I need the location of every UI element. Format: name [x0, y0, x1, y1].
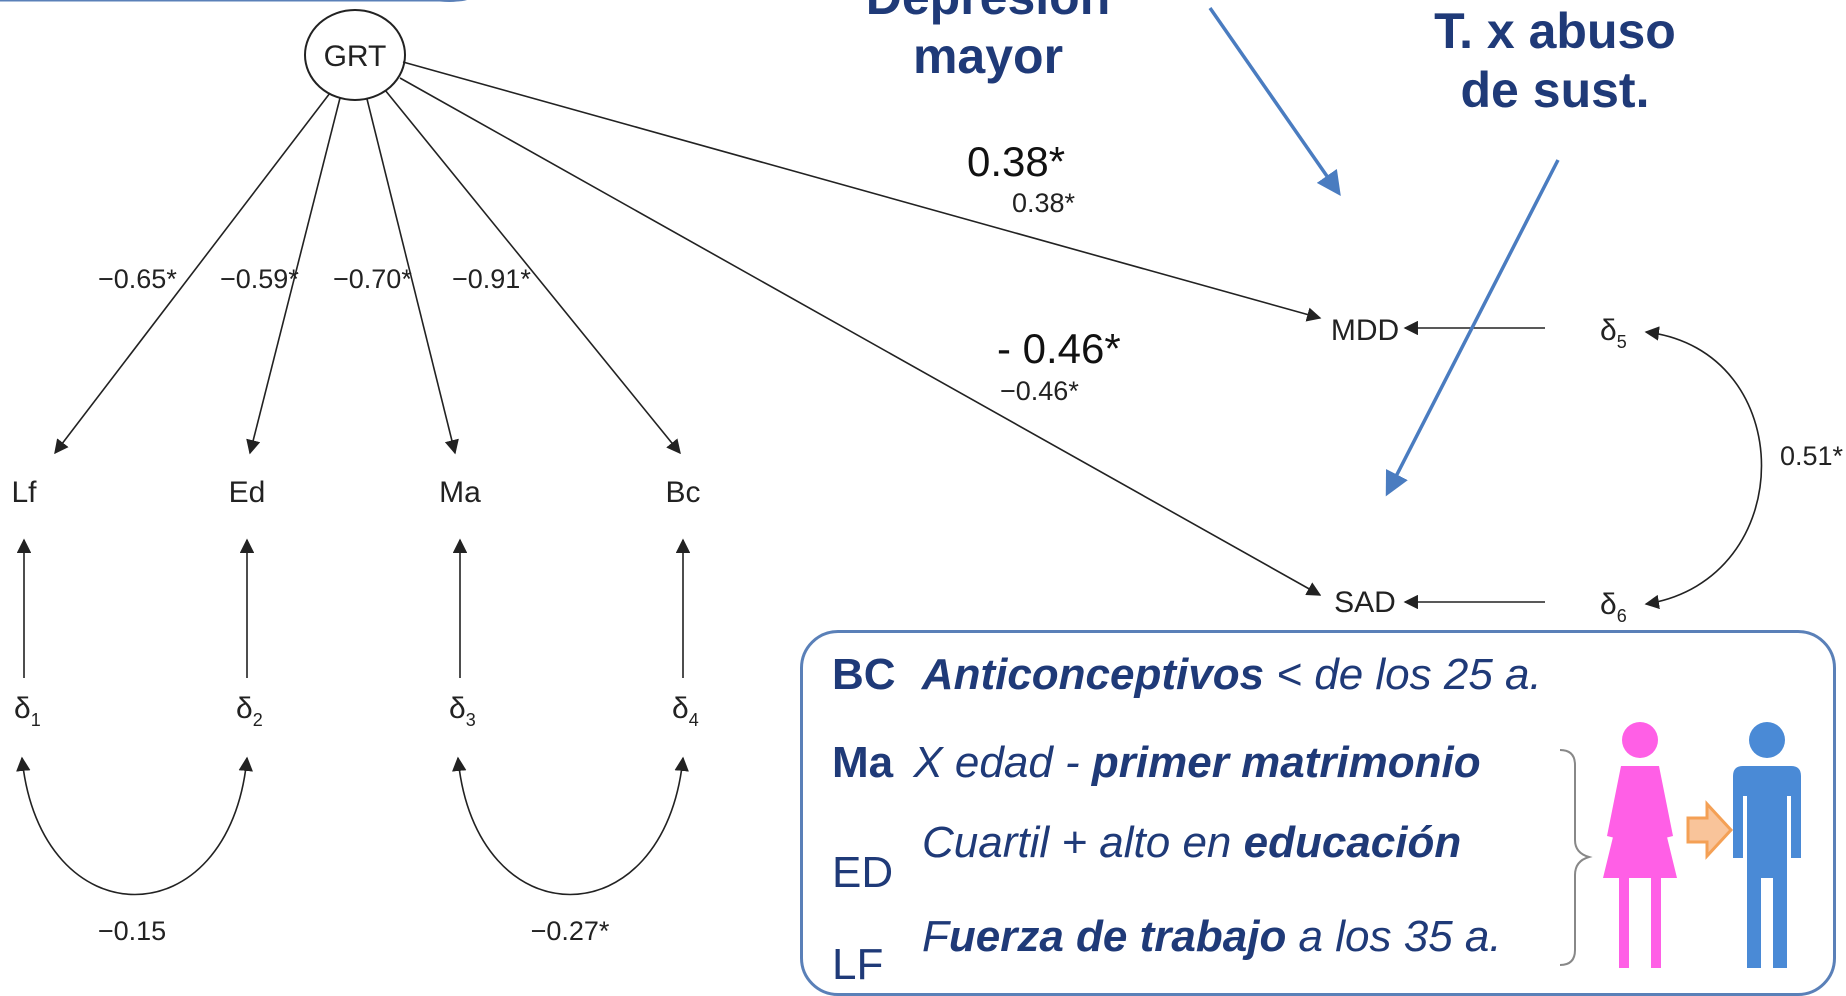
node-bc: Bc	[665, 476, 700, 509]
callout-sad-line1: T. x abuso	[1434, 3, 1676, 59]
legend-row-bc: BC Anticonceptivos < de los 25 a.	[832, 650, 1542, 699]
cov-d3-d4	[452, 756, 689, 896]
node-lf: Lf	[11, 476, 37, 509]
legend-bracket	[1559, 749, 1593, 966]
label-grt-mdd: 0.38*	[1012, 188, 1076, 218]
callout-sad-line2: de sust.	[1460, 62, 1650, 118]
path-grt-lf	[54, 92, 331, 455]
male-figure-icon	[1733, 722, 1801, 968]
callout-arrow-mdd	[1208, 7, 1341, 197]
label-cov-d3-d4: −0.27*	[531, 916, 610, 946]
node-ed: Ed	[229, 476, 266, 509]
legend-code-ed: ED	[832, 848, 894, 897]
sem-path-diagram: GRT −0.65* −0.59* −0.70* −0.91* 0.38* −0…	[0, 0, 1844, 946]
callout-mdd: Depresión mayor	[838, 0, 1138, 86]
node-d1: δ1	[14, 692, 41, 730]
path-grt-ed	[246, 97, 341, 455]
label-grt-sad: −0.46*	[1000, 376, 1079, 406]
node-d6: δ6	[1600, 588, 1627, 626]
callout-arrow-sad	[1385, 159, 1560, 497]
legend-code-lf: LF	[832, 940, 884, 989]
cov-d1-d2	[16, 756, 253, 896]
estimate-sad-large: - 0.46*	[997, 325, 1121, 372]
legend-code-ma: Ma	[832, 738, 894, 787]
callout-sad: T. x abuso de sust.	[1395, 2, 1715, 120]
node-d2: δ2	[236, 692, 263, 730]
error-terms: δ1 δ2 δ3 δ4	[14, 692, 699, 730]
path-grt-bc	[384, 89, 681, 455]
node-sad: SAD	[1334, 586, 1396, 619]
legend-row-ma: Ma X edad - primer matrimonio	[832, 738, 1481, 787]
legend-row-lf: Fuerza de trabajo a los 35 a.	[922, 912, 1502, 961]
legend-row-ed: Cuartil + alto en educación	[922, 818, 1462, 867]
label-grt-ma: −0.70*	[333, 264, 412, 294]
label-grt-bc: −0.91*	[452, 264, 531, 294]
right-arrow-icon	[1686, 800, 1734, 860]
node-d3: δ3	[449, 692, 476, 730]
node-ma: Ma	[439, 476, 481, 509]
label-grt-lf: −0.65*	[98, 264, 177, 294]
path-grt-mdd	[402, 61, 1322, 322]
cov-d5-d6	[1644, 326, 1763, 610]
node-d5: δ5	[1600, 314, 1627, 352]
label-cov-d5-d6: 0.51*	[1780, 441, 1844, 471]
gender-figures	[1603, 722, 1801, 968]
female-figure-icon	[1603, 722, 1677, 968]
path-grt-sad	[399, 77, 1322, 596]
node-mdd: MDD	[1331, 314, 1399, 347]
grt-node	[304, 9, 406, 101]
node-d4: δ4	[672, 692, 699, 730]
grt-label: GRT	[324, 40, 387, 73]
label-grt-ed: −0.59*	[220, 264, 299, 294]
label-cov-d1-d2: −0.15	[98, 916, 166, 946]
callout-mdd-line1: Depresión	[838, 0, 1138, 27]
callout-mdd-line2: mayor	[912, 28, 1064, 84]
path-grt-ma	[366, 98, 459, 455]
legend-code-bc: BC	[832, 650, 896, 699]
estimate-mdd-large: 0.38*	[967, 138, 1066, 185]
